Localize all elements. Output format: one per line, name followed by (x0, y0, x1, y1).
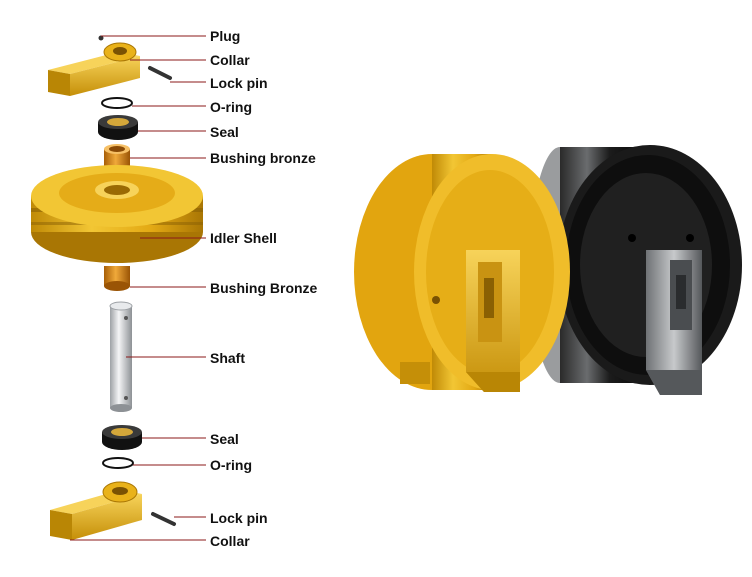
label-o-ring-top: O-ring (210, 99, 252, 115)
collar-bottom-part (50, 481, 142, 540)
label-collar-bottom: Collar (210, 533, 250, 549)
label-seal-bottom: Seal (210, 431, 239, 447)
yellow-idler-photo (354, 154, 570, 392)
label-o-ring-bottom: O-ring (210, 457, 252, 473)
label-shaft: Shaft (210, 350, 245, 366)
label-idler-shell: Idler Shell (210, 230, 277, 246)
label-lock-pin-top: Lock pin (210, 75, 268, 91)
plug-part (98, 35, 104, 41)
lock-pin-bottom-part (151, 512, 176, 526)
label-plug: Plug (210, 28, 241, 44)
leader-lines (70, 35, 206, 541)
label-collar-top: Collar (210, 52, 250, 68)
label-bushing-bronze-top: Bushing bronze (210, 150, 316, 166)
label-lock-pin-bottom: Lock pin (210, 510, 268, 526)
lock-pin-top-part (148, 66, 172, 80)
collar-top-part (48, 42, 140, 96)
seal-top-part (98, 115, 138, 140)
label-seal-top: Seal (210, 124, 239, 140)
bushing-bottom-part (104, 266, 130, 291)
idler-shell-part (31, 165, 203, 263)
label-bushing-bronze-bottom: Bushing Bronze (210, 280, 318, 296)
o-ring-bottom-part (102, 457, 134, 469)
seal-bottom-part (102, 425, 142, 450)
shaft-part (109, 301, 133, 412)
o-ring-top-part (101, 97, 133, 109)
